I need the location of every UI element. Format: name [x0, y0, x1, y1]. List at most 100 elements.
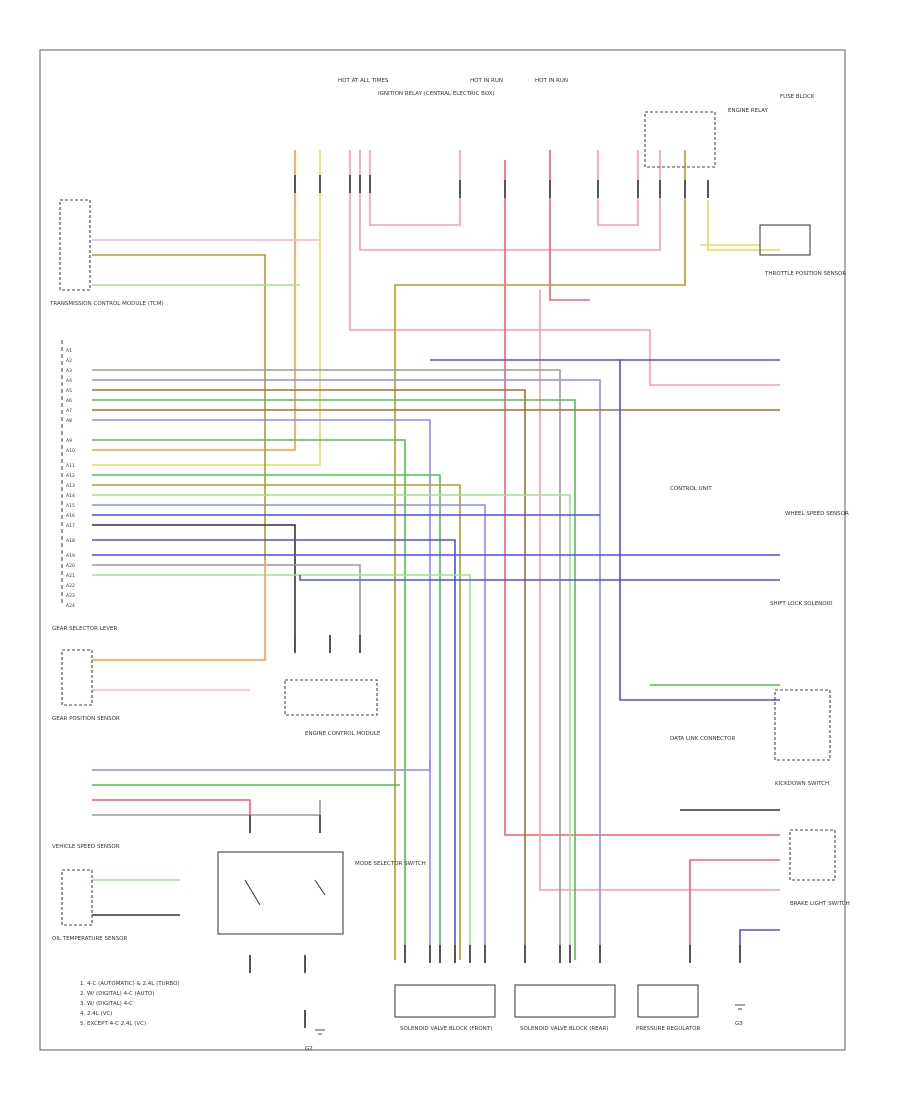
- pin-label: A1: [66, 348, 72, 354]
- label-shift-lock: SHIFT LOCK SOLENOID: [770, 601, 832, 607]
- wire-bundle-14: [92, 539, 456, 960]
- pin-label: A6: [66, 398, 72, 404]
- note-2: 2. W/ (DIGITAL) 4-C (AUTO): [80, 991, 154, 997]
- kickdown-switch-box: [774, 689, 831, 761]
- pin-label: A20: [66, 563, 75, 569]
- label-tcm: TRANSMISSION CONTROL MODULE (TCM): [49, 301, 164, 307]
- label-bottom-3: PRESSURE REGULATOR: [636, 1026, 700, 1032]
- pin-label: A12: [66, 473, 75, 479]
- tcm-connector-box: [59, 199, 91, 291]
- wire-red-6: [597, 150, 639, 226]
- label-gear-selector: GEAR SELECTOR LEVER: [52, 626, 117, 632]
- notes-list: 1. 4-C (AUTOMATIC) & 2.4L (TURBO) 2. W/ …: [80, 981, 180, 1027]
- pin-label: A21: [66, 573, 75, 579]
- label-oil-temp: OIL TEMPERATURE SENSOR: [52, 936, 127, 942]
- connector-ticks: [249, 175, 741, 1028]
- pin-label: A10: [66, 448, 75, 454]
- valve-block-rear: [514, 984, 616, 1018]
- pin-label: A15: [66, 503, 75, 509]
- label-kickdown: KICKDOWN SWITCH: [775, 781, 829, 787]
- wire-bundle-7: [92, 439, 406, 960]
- pin-label: A8: [66, 418, 72, 424]
- wire-blue-right-3: [739, 929, 780, 960]
- pin-label: A14: [66, 493, 75, 499]
- center-module-box: [284, 679, 378, 716]
- wire-red-2: [369, 150, 461, 226]
- label-ground-bottom-1: G2: [305, 1046, 313, 1052]
- label-data-link: DATA LINK CONNECTOR: [670, 736, 735, 742]
- wire-yellow-2: [707, 200, 780, 251]
- wire-bundle-16: [92, 564, 361, 640]
- label-wheel-sensor: WHEEL SPEED SENSOR: [785, 511, 849, 517]
- label-ground-bottom-2: G3: [735, 1021, 743, 1027]
- pin-label: A4: [66, 378, 72, 384]
- wire-red-right-2: [689, 859, 780, 960]
- pin-label: A2: [66, 358, 72, 364]
- wire-group: [92, 150, 780, 960]
- top-relay-box: [644, 111, 716, 168]
- wire-bundle-4: [92, 399, 576, 960]
- wire-orange-feed: [92, 150, 296, 451]
- wire-red-4: [549, 150, 590, 301]
- pin-label: A17: [66, 523, 75, 529]
- gear-sensor-box: [61, 649, 93, 706]
- wire-bundle-9: [92, 484, 461, 960]
- label-bottom-2: SOLENOID VALVE BLOCK (REAR): [520, 1026, 608, 1032]
- wire-green-top: [92, 254, 266, 560]
- component-group: [59, 111, 836, 1035]
- note-5: 5. EXCEPT 4-C 2.4L (VC): [80, 1021, 146, 1027]
- pin-label: A24: [66, 603, 75, 609]
- mode-switch-box: [217, 851, 344, 935]
- label-fuse-block: FUSE BLOCK: [780, 94, 815, 100]
- pin-label: A18: [66, 538, 75, 544]
- wire-red-3: [359, 150, 661, 251]
- pin-label: A19: [66, 553, 75, 559]
- wire-red-7: [539, 290, 780, 891]
- label-fuse-top-2: HOT IN RUN: [470, 78, 503, 84]
- wire-yellow-feed: [92, 150, 321, 466]
- wire-bundle-8: [92, 474, 441, 960]
- label-brake-switch: BRAKE LIGHT SWITCH: [790, 901, 850, 907]
- pin-label: A9: [66, 438, 72, 444]
- pin-label: A23: [66, 593, 75, 599]
- pin-label: A3: [66, 368, 72, 374]
- pin-label: A16: [66, 513, 75, 519]
- wire-blue-low: [92, 760, 431, 771]
- note-3: 3. W/ (DIGITAL) 4-C: [80, 1001, 133, 1007]
- valve-block-front: [394, 984, 496, 1018]
- diagram-border: [39, 49, 846, 1051]
- pin-label: A7: [66, 408, 72, 414]
- label-fuse-top-1: HOT AT ALL TIMES: [338, 78, 389, 84]
- pin-label: A13: [66, 483, 75, 489]
- label-control-unit: CONTROL UNIT: [670, 486, 712, 492]
- wire-blue-right-2: [430, 359, 780, 701]
- note-1: 1. 4-C (AUTOMATIC) & 2.4L (TURBO): [80, 981, 180, 987]
- ground-symbol-1: [315, 1029, 325, 1035]
- label-throttle-sensor: THROTTLE POSITION SENSOR: [764, 271, 846, 277]
- wire-orange-2: [92, 560, 266, 661]
- ground-symbol-2: [735, 1004, 745, 1010]
- wire-red-1: [349, 150, 780, 386]
- wire-bundle-1: [92, 369, 561, 960]
- wire-bundle-10: [92, 494, 571, 960]
- pressure-regulator-box: [637, 984, 699, 1018]
- mode-switch-contacts: [244, 879, 326, 906]
- pin-label: A11: [66, 463, 75, 469]
- wire-olive-1: [394, 150, 686, 960]
- label-bottom-1: SOLENOID VALVE BLOCK (FRONT): [400, 1026, 492, 1032]
- wire-bundle-2: [92, 379, 601, 960]
- note-4: 4. 2.4L (VC): [80, 1011, 112, 1017]
- pin-label: A22: [66, 583, 75, 589]
- pin-label-column: A1A2A3A4A5A6A7A8A9A10A11A12A13A14A15A16A…: [66, 348, 75, 609]
- wire-bundle-11: [92, 504, 486, 960]
- wire-bundle-3: [92, 389, 526, 960]
- wire-bundle-6: [92, 419, 431, 960]
- label-fuse-top-3: HOT IN RUN: [535, 78, 568, 84]
- wire-bundle-13: [92, 524, 296, 640]
- label-speed-sensor: VEHICLE SPEED SENSOR: [52, 844, 120, 850]
- label-engine-module: ENGINE CONTROL MODULE: [305, 731, 381, 737]
- label-gear-position: GEAR POSITION SENSOR: [52, 716, 120, 722]
- label-top-relay: IGNITION RELAY (CENTRAL ELECTRIC BOX): [378, 91, 495, 97]
- wire-red-5: [504, 160, 780, 836]
